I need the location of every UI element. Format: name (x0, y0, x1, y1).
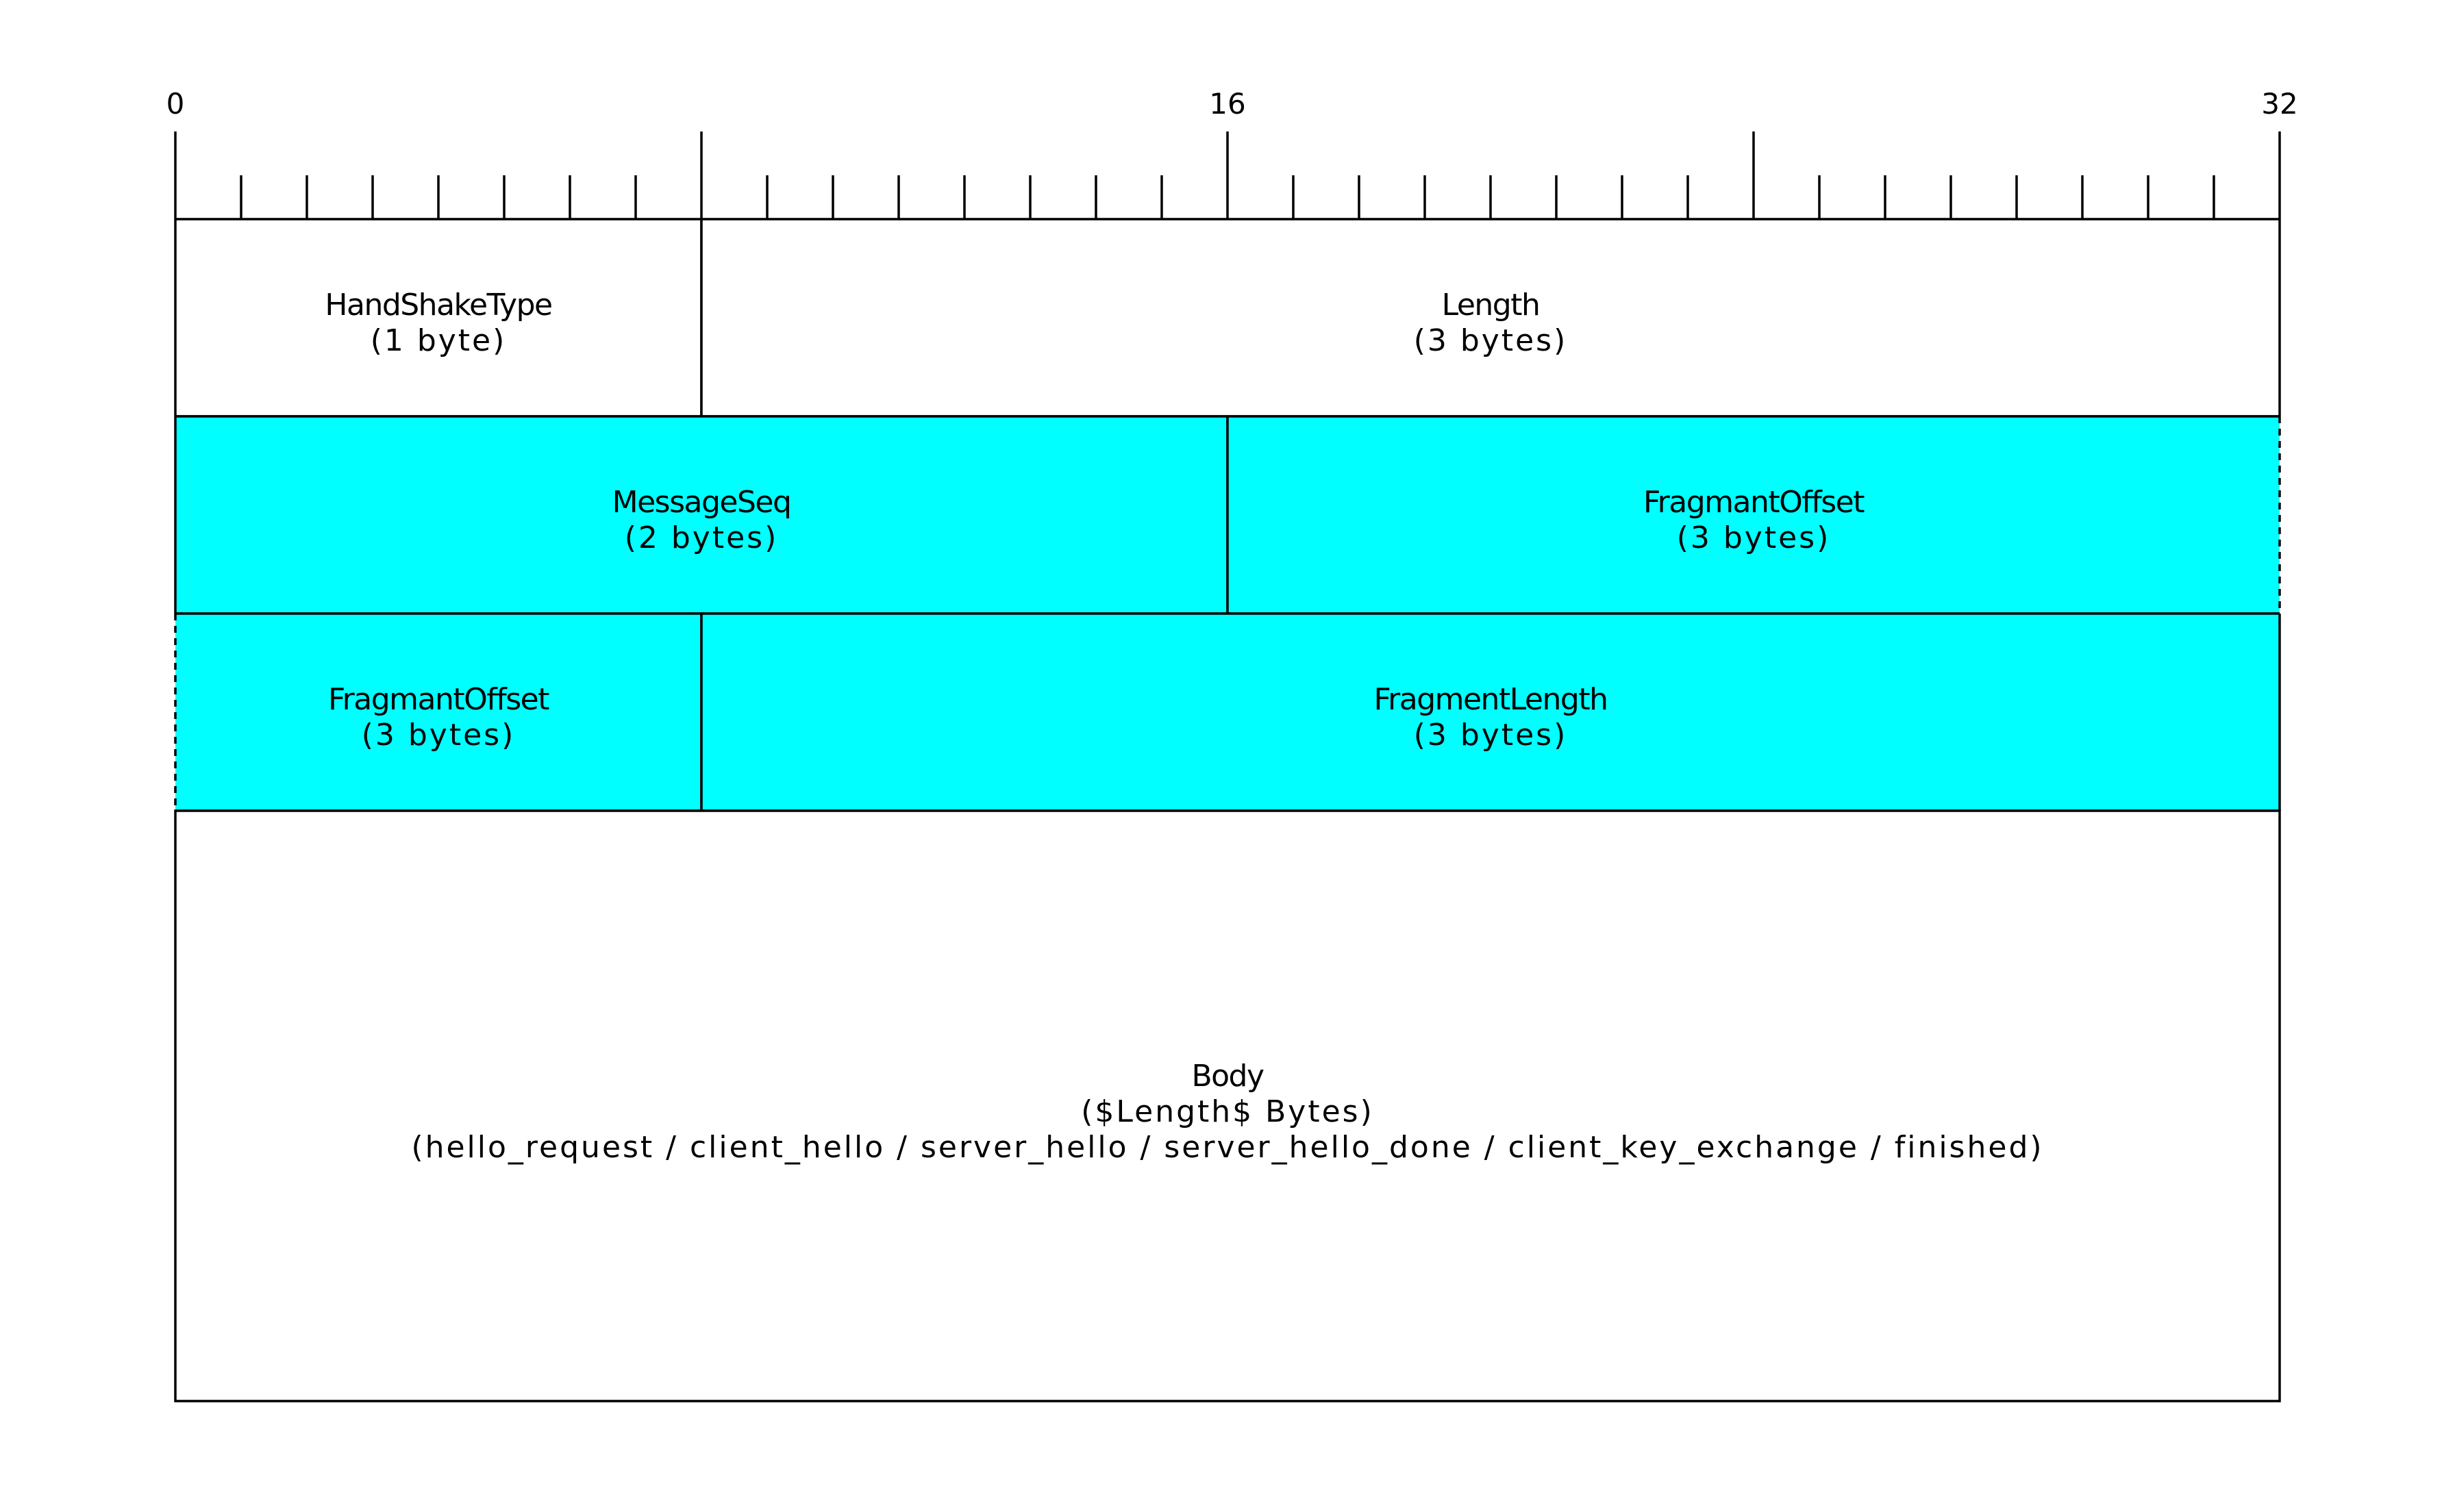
field-box (1228, 416, 2280, 614)
field-fragmentlength: FragmentLength(3 bytes) (700, 612, 2281, 812)
field-name-label: FragmantOffset (1643, 485, 1865, 520)
field-box (175, 219, 701, 416)
field-handshaketype: HandShakeType(1 byte) (174, 218, 703, 418)
field-fragmantoffset: FragmantOffset(3 bytes) (1226, 415, 2281, 615)
body-name: Body (1191, 1059, 1264, 1094)
field-fragmantoffset: FragmantOffset(3 bytes) (174, 612, 703, 812)
field-name-label: FragmentLength (1374, 682, 1608, 717)
field-box (175, 614, 701, 811)
ruler-label-0: 0 (166, 87, 185, 121)
field-size-label: (3 bytes) (1677, 520, 1831, 555)
body-description: (hello_request / client_hello / server_h… (411, 1130, 2043, 1165)
field-name-label: Length (1442, 288, 1540, 323)
header-fields: HandShakeType(1 byte)Length(3 bytes)Mess… (174, 218, 2281, 812)
body-size: ($Length$ Bytes) (1081, 1094, 1374, 1129)
field-size-label: (3 bytes) (1414, 323, 1568, 358)
field-size-label: (3 bytes) (1414, 718, 1568, 753)
body-box (174, 809, 2281, 1402)
ruler-label-32: 32 (2261, 87, 2297, 121)
body-field: Body ($Length$ Bytes) (hello_request / c… (174, 809, 2281, 1402)
field-messageseq: MessageSeq(2 bytes) (174, 415, 1229, 615)
field-box (701, 614, 2280, 811)
field-size-label: (3 bytes) (362, 718, 516, 753)
field-length: Length(3 bytes) (700, 218, 2281, 418)
bit-ruler: 0 16 32 (166, 87, 2298, 219)
ruler-label-16: 16 (1209, 87, 1245, 121)
field-box (701, 219, 2280, 416)
field-box (175, 416, 1228, 614)
field-size-label: (2 bytes) (625, 520, 779, 555)
field-name-label: MessageSeq (612, 485, 791, 520)
field-name-label: HandShakeType (325, 288, 551, 323)
field-name-label: FragmantOffset (328, 682, 549, 717)
field-size-label: (1 byte) (371, 323, 507, 358)
ruler-ticks (174, 131, 2281, 219)
